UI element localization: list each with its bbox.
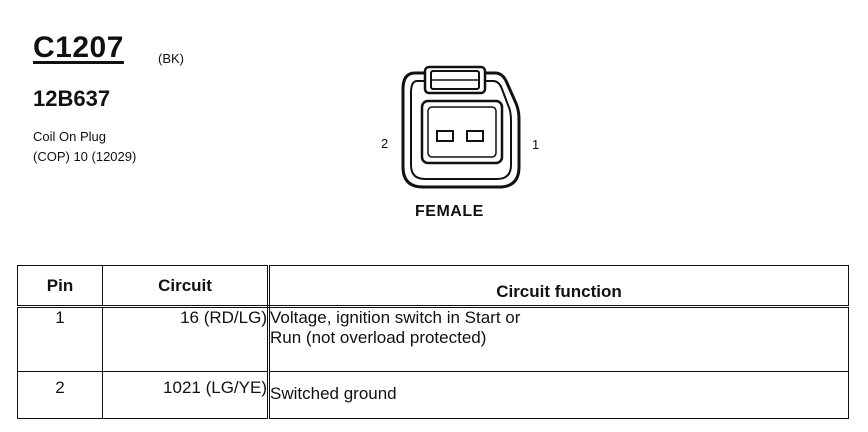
function-line: Voltage, ignition switch in Start or bbox=[270, 308, 521, 327]
circuit-cell: 1021 (LG/YE) bbox=[102, 371, 270, 419]
pin-cell: 2 bbox=[17, 371, 103, 419]
header-circuit: Circuit bbox=[102, 265, 270, 308]
housing-inner bbox=[410, 80, 512, 180]
function-line: Switched ground bbox=[270, 384, 397, 403]
connector-face-diagram bbox=[401, 65, 521, 189]
header-circuit-function: Circuit function bbox=[268, 265, 849, 308]
circuit-cell: 16 (RD/LG) bbox=[102, 306, 270, 372]
terminal-pin-2 bbox=[436, 130, 454, 142]
function-cell: Switched ground bbox=[268, 371, 849, 419]
terminal-pin-1 bbox=[466, 130, 484, 142]
function-line: Run (not overload protected) bbox=[270, 328, 487, 347]
connector-id: C1207 bbox=[33, 31, 124, 64]
pin-label-left: 2 bbox=[381, 136, 389, 151]
table-header-row: Pin Circuit Circuit function bbox=[17, 265, 849, 308]
part-number: 12B637 bbox=[33, 86, 111, 111]
function-cell: Voltage, ignition switch in Start or Run… bbox=[268, 306, 849, 372]
description-line-1: Coil On Plug bbox=[33, 129, 106, 144]
pin-label-right: 1 bbox=[532, 137, 540, 152]
table-row: 1 16 (RD/LG) Voltage, ignition switch in… bbox=[17, 306, 849, 372]
connector-gender-label: FEMALE bbox=[415, 203, 484, 220]
pin-cell: 1 bbox=[17, 306, 103, 372]
table-row: 2 1021 (LG/YE) Switched ground bbox=[17, 371, 849, 419]
connector-color-code: (BK) bbox=[158, 51, 184, 66]
terminal-cavity bbox=[420, 99, 504, 165]
description-line-2: (COP) 10 (12029) bbox=[33, 149, 137, 164]
header-pin: Pin bbox=[17, 265, 103, 308]
housing-outline bbox=[401, 71, 521, 189]
pin-table: Pin Circuit Circuit function 1 16 (RD/LG… bbox=[17, 265, 849, 419]
